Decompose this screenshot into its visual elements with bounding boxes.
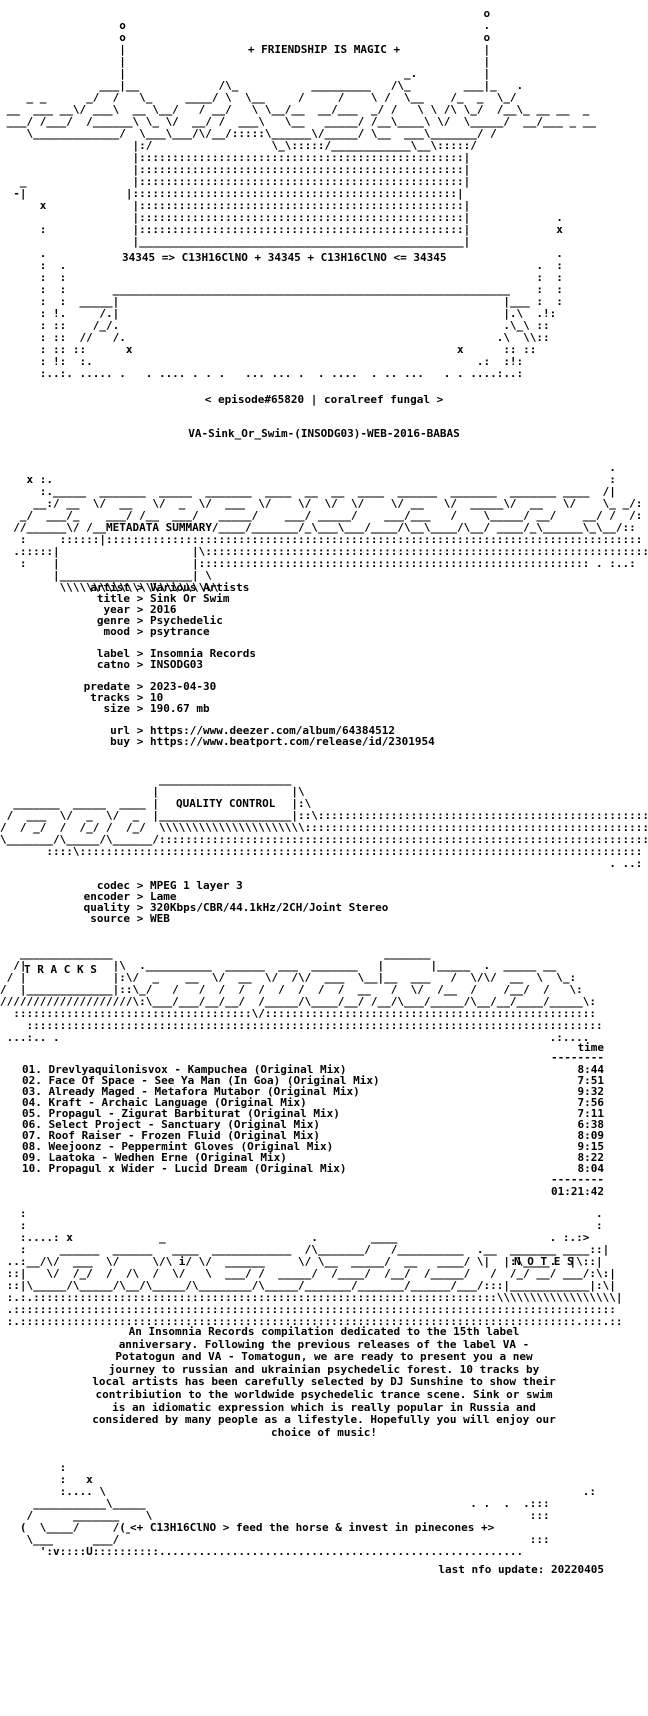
track-row: 04. Kraft - Archaic Language (Original M…	[22, 1097, 604, 1108]
track-time: 7:56	[577, 1096, 605, 1109]
release-name: VA-Sink_Or_Swim-(INSODG03)-WEB-2016-BABA…	[188, 427, 460, 440]
codec-value: MPEG 1 layer 3	[150, 879, 243, 892]
quality-banner-art: ____________________ | |\ _______ _____ …	[0, 774, 648, 870]
track-row: 09. Laatoka - Wedhen Erne (Original Mix)…	[22, 1152, 604, 1163]
track-time: 7:11	[577, 1107, 605, 1120]
track-title: 09. Laatoka - Wedhen Erne (Original Mix)	[22, 1151, 287, 1164]
last-update: last nfo update: 20220405	[438, 1563, 604, 1576]
quality-quality-row: quality>320Kbps/CBR/44.1kHz/2CH/Joint St…	[83, 901, 389, 914]
size-value: 190.67 mb	[150, 702, 210, 715]
quality-section-label: QUALITY CONTROL	[176, 797, 276, 810]
track-time: 9:32	[577, 1085, 605, 1098]
track-title: 04. Kraft - Archaic Language (Original M…	[22, 1096, 307, 1109]
quality-value: 320Kbps/CBR/44.1kHz/2CH/Joint Stereo	[150, 901, 389, 914]
track-title: 03. Already Maged - Metafora Mutabor (Or…	[22, 1085, 360, 1098]
formula-text: 34345 => C13H16ClNO + 34345 + C13H16ClNO…	[116, 252, 453, 264]
meta-tracks-row: tracks>10	[90, 691, 164, 704]
episode-line: < episode#65820 | coralreef fungal >	[204, 393, 444, 406]
track-row: 03. Already Maged - Metafora Mutabor (Or…	[22, 1086, 604, 1097]
mood-value: psytrance	[150, 625, 210, 638]
notes-banner-art: : . : : :....: x	[6, 1208, 623, 1328]
track-title: 06. Select Project - Sanctuary (Original…	[22, 1118, 321, 1131]
quality-codec-row: codec>MPEG 1 layer 3	[96, 879, 243, 892]
track-title: 07. Roof Raiser - Frozen Fluid (Original…	[22, 1129, 321, 1142]
footer-ascii-art: : : x :.... \ .: ___________\_____ . . .…	[19, 1462, 597, 1558]
track-title: 08. Weejoonz - Peppermint Gloves (Origin…	[22, 1140, 334, 1153]
time-header-rule: --------	[551, 1051, 604, 1064]
tracks-section-label: T R A C K S	[24, 963, 97, 976]
tracks-banner-art: ______________ _______ /| |\ .__________…	[0, 948, 603, 1044]
track-row: 05. Propagul - Zigurat Barbiturat (Origi…	[22, 1108, 604, 1119]
meta-year-row: year>2016	[103, 603, 177, 616]
track-row: 01. Drevlyaquilonisvox - Kampuchea (Orig…	[22, 1064, 604, 1075]
quality-source-row: source>WEB	[90, 912, 170, 925]
track-time: 8:22	[577, 1151, 605, 1164]
meta-catno-row: catno>INSODG03	[96, 658, 203, 671]
source-value: WEB	[150, 912, 170, 925]
time-column-header: time	[577, 1041, 605, 1054]
artist-value: Various Artists	[150, 581, 250, 594]
url-link[interactable]: https://www.deezer.com/album/64384512	[150, 724, 396, 737]
track-row: 07. Roof Raiser - Frozen Fluid (Original…	[22, 1130, 604, 1141]
meta-url-row: url>https://www.deezer.com/album/6438451…	[110, 724, 396, 737]
track-time: 7:51	[577, 1074, 605, 1087]
track-row: 10. Propagul x Wider - Lucid Dream (Orig…	[22, 1163, 604, 1174]
meta-mood-row: mood>psytrance	[103, 625, 210, 638]
buy-link[interactable]: https://www.beatport.com/release/id/2301…	[150, 735, 435, 748]
track-time: 9:15	[577, 1140, 605, 1153]
metadata-section-label: METADATA SUMMARY	[106, 521, 212, 534]
total-time: 01:21:42	[551, 1185, 604, 1198]
track-title: 10. Propagul x Wider - Lucid Dream (Orig…	[22, 1162, 347, 1175]
tracks-value: 10	[150, 691, 164, 704]
meta-title-row: title>Sink Or Swim	[96, 592, 230, 605]
track-time: 8:04	[577, 1162, 605, 1175]
track-title: 01. Drevlyaquilonisvox - Kampuchea (Orig…	[22, 1063, 347, 1076]
year-value: 2016	[150, 603, 177, 616]
meta-genre-row: genre>Psychedelic	[96, 614, 223, 627]
track-title: 02. Face Of Space - See Ya Man (In Goa) …	[22, 1074, 380, 1087]
track-time: 8:44	[577, 1063, 605, 1076]
label-value: Insomnia Records	[150, 647, 256, 660]
meta-predate-row: predate>2023-04-30	[83, 680, 217, 693]
encoder-value: Lame	[150, 890, 177, 903]
meta-buy-row: buy>https://www.beatport.com/release/id/…	[110, 735, 435, 748]
notes-body: An Insomnia Records compilation dedicate…	[92, 1325, 556, 1439]
title-value: Sink Or Swim	[150, 592, 230, 605]
track-row: 06. Select Project - Sanctuary (Original…	[22, 1119, 604, 1130]
meta-size-row: size>190.67 mb	[103, 702, 210, 715]
header-ascii-art: o o . o o |	[6, 8, 597, 380]
metadata-banner-art: . x :. : :._____ _______ _____ _______ _…	[13, 462, 648, 594]
meta-artist-row: artist>Various Artists	[90, 581, 250, 594]
track-time: 8:09	[577, 1129, 605, 1142]
quality-encoder-row: encoder>Lame	[83, 890, 177, 903]
track-time: 6:38	[577, 1118, 605, 1131]
meta-label-row: label>Insomnia Records	[96, 647, 256, 660]
track-row: 02. Face Of Space - See Ya Man (In Goa) …	[22, 1075, 604, 1086]
track-row: 08. Weejoonz - Peppermint Gloves (Origin…	[22, 1141, 604, 1152]
catno-value: INSODG03	[150, 658, 203, 671]
total-rule: --------	[551, 1173, 604, 1186]
genre-value: Psychedelic	[150, 614, 223, 627]
predate-value: 2023-04-30	[150, 680, 217, 693]
track-title: 05. Propagul - Zigurat Barbiturat (Origi…	[22, 1107, 340, 1120]
notes-section-label: N O T E S	[514, 1255, 574, 1268]
footer-tagline: <+ C13H16ClNO > feed the horse & invest …	[130, 1521, 495, 1534]
motto-text: + FRIENDSHIP IS MAGIC +	[247, 43, 401, 56]
